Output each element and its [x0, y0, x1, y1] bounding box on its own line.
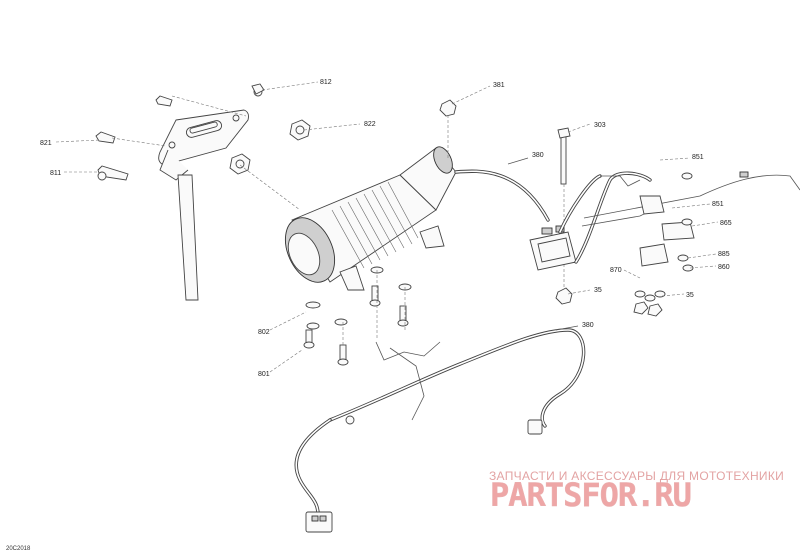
label-380-bottom: 380 — [582, 322, 594, 329]
label-821: 821 — [40, 140, 52, 147]
label-802: 802 — [258, 329, 270, 336]
mounting-bolts — [303, 266, 412, 366]
label-303: 303 — [594, 122, 606, 129]
label-865: 865 — [720, 220, 732, 227]
label-812: 812 — [320, 79, 332, 86]
wiring-harness-upper — [454, 169, 800, 267]
label-35-mid: 35 — [594, 287, 602, 294]
winch-drum — [284, 146, 457, 291]
fairlead-assembly — [95, 83, 311, 301]
watermark-logo-text: PARTSFOR.RU — [490, 476, 691, 514]
label-860: 860 — [718, 264, 730, 271]
label-811: 811 — [50, 170, 61, 177]
document-code: 20C2018 — [6, 546, 31, 552]
label-380-top: 380 — [532, 152, 544, 159]
label-870: 870 — [610, 267, 622, 274]
wiring-harness-lower — [294, 328, 586, 533]
label-851-mid: 851 — [712, 201, 724, 208]
leader-lines — [55, 81, 719, 373]
part-labels: 812 822 821 811 381 303 380 851 851 865 … — [40, 79, 732, 378]
watermark-logo: PARTSFOR.RU — [490, 476, 692, 514]
watermark-tagline: ЗАПЧАСТИ И АКСЕССУАРЫ ДЛЯ МОТОТЕХНИКИ — [489, 469, 785, 483]
label-35-right: 35 — [686, 292, 694, 299]
hardware-top — [439, 99, 573, 305]
label-822: 822 — [364, 121, 376, 128]
label-885: 885 — [718, 251, 730, 258]
label-801: 801 — [258, 371, 270, 378]
label-381: 381 — [493, 82, 505, 89]
control-module — [529, 225, 577, 271]
label-851-top: 851 — [692, 154, 704, 161]
hardware-right — [633, 254, 694, 317]
